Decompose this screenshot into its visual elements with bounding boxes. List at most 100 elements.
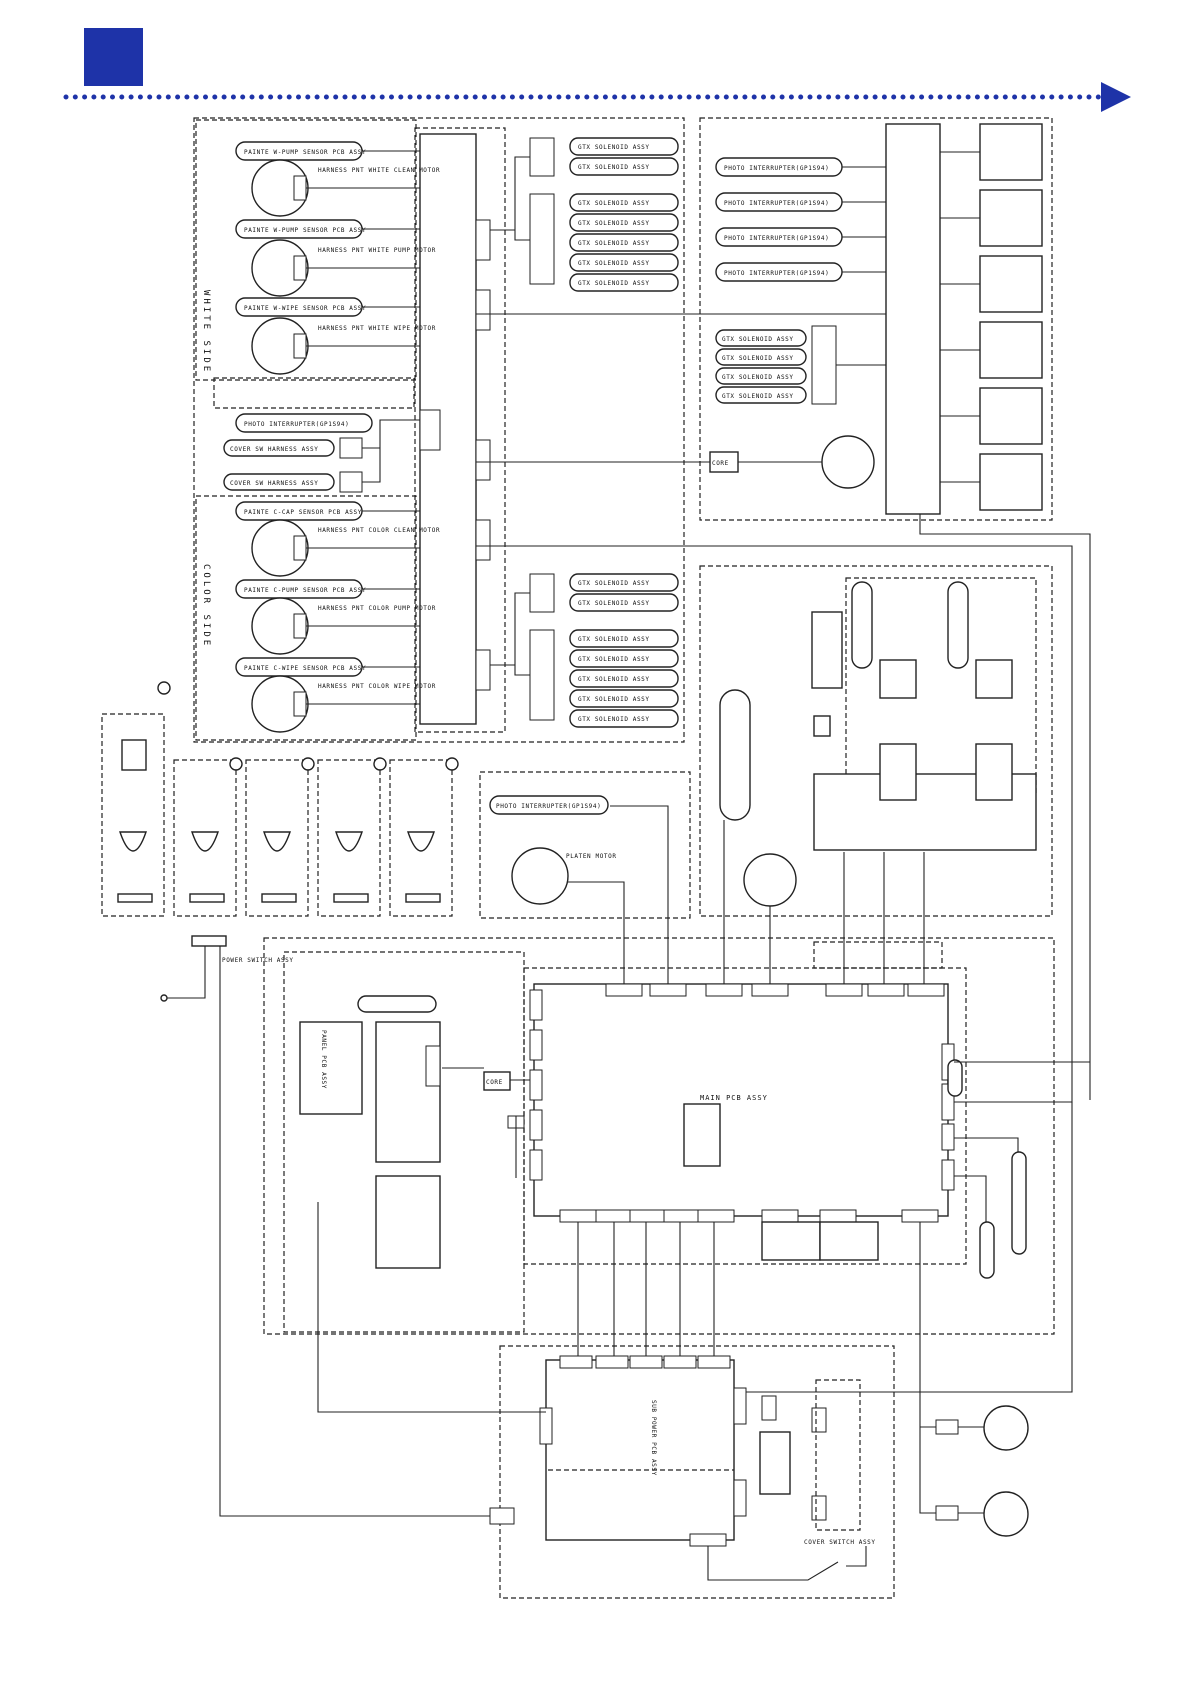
svg-text:GTX SOLENOID ASSY: GTX SOLENOID ASSY (578, 696, 650, 703)
svg-text:GTX SOLENOID ASSY: GTX SOLENOID ASSY (578, 580, 650, 587)
svg-text:HARNESS PNT COLOR CLEAN MOTOR: HARNESS PNT COLOR CLEAN MOTOR (318, 527, 440, 534)
white-sensor-1: PAINTE W-PUMP SENSOR PCB ASSY (235, 141, 420, 161)
fan-pills (947, 1059, 1027, 1279)
svg-text:PAINTE C-CAP SENSOR PCB ASSY: PAINTE C-CAP SENSOR PCB ASSY (244, 509, 362, 516)
white-side-label: WHITE SIDE (201, 290, 211, 374)
color-motor-3: HARNESS PNT COLOR WIPE MOTOR (251, 675, 436, 733)
supply-motor (821, 435, 875, 489)
svg-text:GTX SOLENOID ASSY: GTX SOLENOID ASSY (722, 393, 794, 400)
relay-connector (419, 409, 441, 451)
main-top-connectors (605, 983, 945, 997)
svg-text:GTX SOLENOID ASSY: GTX SOLENOID ASSY (578, 676, 650, 683)
svg-text:GTX SOLENOID ASSY: GTX SOLENOID ASSY (578, 220, 650, 227)
sub-sensor-frame (213, 377, 415, 409)
color-sensor-1: PAINTE C-CAP SENSOR PCB ASSY (235, 501, 420, 521)
color-sensor-2: PAINTE C-PUMP SENSOR PCB ASSY (235, 579, 420, 599)
head-connector (813, 715, 831, 737)
svg-text:HARNESS PNT WHITE WIPE MOTOR: HARNESS PNT WHITE WIPE MOTOR (318, 325, 436, 332)
color-side-label: COLOR SIDE (201, 564, 211, 648)
svg-text:PANEL PCB ASSY: PANEL PCB ASSY (320, 1030, 327, 1089)
panel-control-pcb (375, 1021, 441, 1163)
svg-text:PAINTE W-WIPE SENSOR PCB ASSY: PAINTE W-WIPE SENSOR PCB ASSY (244, 305, 366, 312)
platen-section-frame (479, 771, 691, 919)
lcd-module (375, 1175, 441, 1269)
svg-text:PAINTE W-PUMP SENSOR PCB ASSY: PAINTE W-PUMP SENSOR PCB ASSY (244, 227, 366, 234)
white-sensor-3: PAINTE W-WIPE SENSOR PCB ASSY (235, 297, 420, 317)
power-switch-label: POWER SWITCH ASSY (222, 957, 294, 964)
main-bottom-connectors (559, 1209, 939, 1261)
fan-motors (935, 1405, 1029, 1537)
platen-motor: PLATEN MOTOR (511, 847, 617, 905)
head-fuse (811, 611, 843, 689)
svg-text:PHOTO INTERRUPTER(GP1S94): PHOTO INTERRUPTER(GP1S94) (724, 165, 829, 172)
carriage-section-frame (193, 117, 685, 743)
battery (683, 1103, 721, 1167)
sub-power-frame (499, 1345, 895, 1599)
svg-text:GTX SOLENOID ASSY: GTX SOLENOID ASSY (578, 600, 650, 607)
svg-text:PAINTE W-PUMP SENSOR PCB ASSY: PAINTE W-PUMP SENSOR PCB ASSY (244, 149, 366, 156)
platen-photo: PHOTO INTERRUPTER(GP1S94) (489, 795, 609, 815)
svg-text:PLATEN MOTOR: PLATEN MOTOR (566, 853, 617, 860)
svg-text:GTX SOLENOID ASSY: GTX SOLENOID ASSY (722, 336, 794, 343)
svg-text:GTX SOLENOID ASSY: GTX SOLENOID ASSY (578, 636, 650, 643)
svg-text:PHOTO INTERRUPTER(GP1S94): PHOTO INTERRUPTER(GP1S94) (724, 200, 829, 207)
color-motor-2: HARNESS PNT COLOR PUMP MOTOR (251, 597, 435, 655)
carriage-motor (743, 853, 797, 907)
svg-text:GTX SOLENOID ASSY: GTX SOLENOID ASSY (578, 656, 650, 663)
cover-switch-label: COVER SWITCH ASSY (804, 1539, 876, 1546)
plug-group (101, 681, 459, 917)
ffc-core-frame (813, 941, 943, 969)
supply-solenoids: GTX SOLENOID ASSY GTX SOLENOID ASSY GTX … (715, 325, 837, 405)
svg-text:GTX SOLENOID ASSY: GTX SOLENOID ASSY (578, 164, 650, 171)
white-motor-3: HARNESS PNT WHITE WIPE MOTOR (251, 317, 436, 375)
main-pcb-label: MAIN PCB ASSY (700, 1094, 768, 1102)
solenoid-group-white: GTX SOLENOID ASSY GTX SOLENOID ASSY GTX … (490, 137, 679, 292)
svg-text:CORE: CORE (486, 1079, 503, 1086)
head-section-frame (699, 565, 1053, 917)
carriage-relay-frame (414, 127, 506, 733)
head-modules (851, 581, 1013, 801)
svg-text:HARNESS PNT WHITE CLEAN MOTOR: HARNESS PNT WHITE CLEAN MOTOR (318, 167, 440, 174)
svg-text:PHOTO INTERRUPTER(GP1S94): PHOTO INTERRUPTER(GP1S94) (496, 803, 601, 810)
section-marker (84, 28, 143, 86)
svg-text:GTX SOLENOID ASSY: GTX SOLENOID ASSY (578, 716, 650, 723)
cover-sw-color: COVER SW HARNESS ASSY (223, 471, 363, 493)
svg-text:GTX SOLENOID ASSY: GTX SOLENOID ASSY (578, 200, 650, 207)
svg-text:PHOTO INTERRUPTER(GP1S94): PHOTO INTERRUPTER(GP1S94) (244, 421, 349, 428)
panel-section-frame (283, 951, 525, 1333)
relay-connectors (475, 219, 491, 691)
svg-text:PAINTE C-WIPE SENSOR PCB ASSY: PAINTE C-WIPE SENSOR PCB ASSY (244, 665, 366, 672)
head-units (979, 123, 1043, 511)
color-sensor-3: PAINTE C-WIPE SENSOR PCB ASSY (235, 657, 420, 677)
svg-text:SUB POWER PCB ASSY: SUB POWER PCB ASSY (650, 1400, 657, 1476)
svg-text:COVER SW HARNESS ASSY: COVER SW HARNESS ASSY (230, 480, 318, 487)
sub-power-pcb (545, 1359, 735, 1541)
color-motor-1: HARNESS PNT COLOR CLEAN MOTOR (251, 519, 440, 577)
svg-text:CORE: CORE (712, 460, 729, 467)
svg-text:GTX SOLENOID ASSY: GTX SOLENOID ASSY (578, 240, 650, 247)
section-arrow-line (63, 82, 1131, 112)
svg-text:COVER SW HARNESS ASSY: COVER SW HARNESS ASSY (230, 446, 318, 453)
white-motor-1: HARNESS PNT WHITE CLEAN MOTOR (251, 159, 440, 217)
svg-text:GTX SOLENOID ASSY: GTX SOLENOID ASSY (578, 280, 650, 287)
supply-pills: PHOTO INTERRUPTER(GP1S94) PHOTO INTERRUP… (715, 157, 843, 282)
svg-text:GTX SOLENOID ASSY: GTX SOLENOID ASSY (578, 144, 650, 151)
svg-text:PHOTO INTERRUPTER(GP1S94): PHOTO INTERRUPTER(GP1S94) (724, 235, 829, 242)
solenoid-group-color: GTX SOLENOID ASSY GTX SOLENOID ASSY GTX … (490, 573, 679, 728)
panel-core (483, 1071, 511, 1091)
svg-text:PAINTE C-PUMP SENSOR PCB ASSY: PAINTE C-PUMP SENSOR PCB ASSY (244, 587, 366, 594)
main-side-connectors (529, 989, 955, 1191)
photo-interrupter-sub: PHOTO INTERRUPTER(GP1S94) (235, 413, 373, 433)
svg-text:HARNESS PNT COLOR WIPE MOTOR: HARNESS PNT COLOR WIPE MOTOR (318, 683, 436, 690)
main-section-frame (263, 937, 1055, 1335)
supply-section-frame (699, 117, 1053, 521)
panel-pcb (299, 1021, 363, 1115)
ac-inlet (191, 935, 227, 947)
white-sensor-2: PAINTE W-PUMP SENSOR PCB ASSY (235, 219, 420, 239)
carriage-pill (719, 689, 751, 821)
svg-text:GTX SOLENOID ASSY: GTX SOLENOID ASSY (578, 260, 650, 267)
supply-pcb (885, 123, 941, 515)
svg-text:PHOTO INTERRUPTER(GP1S94): PHOTO INTERRUPTER(GP1S94) (724, 270, 829, 277)
svg-text:HARNESS PNT WHITE PUMP MOTOR: HARNESS PNT WHITE PUMP MOTOR (318, 247, 436, 254)
